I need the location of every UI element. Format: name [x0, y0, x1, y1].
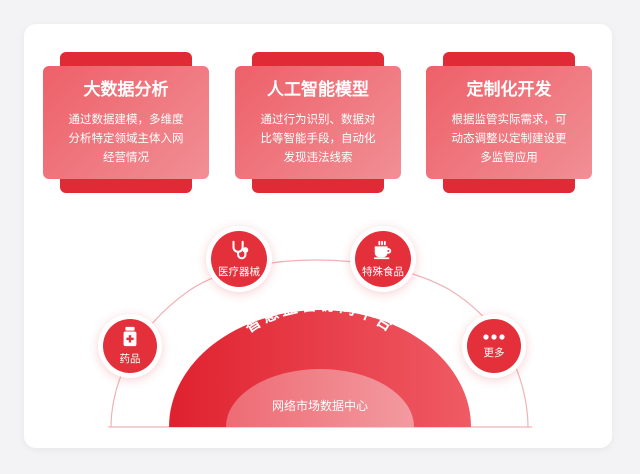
- feature-description: 通过数据建模，多维度 分析特定领域主体入网 经营情况: [68, 112, 184, 164]
- data-center-semicircle: [226, 369, 414, 427]
- node-drugs[interactable]: 药品: [98, 314, 162, 378]
- node-label: 医疗器械: [218, 266, 260, 278]
- feature-card-custom-dev: 定制化开发 根据监管实际需求，可 动态调整以定制建设更 多监管应用: [426, 52, 592, 193]
- more-dots-icon: [482, 332, 506, 342]
- feature-description: 通过行为识别、数据对 比等智能手段，自动化 发现违法线索: [260, 112, 376, 164]
- feature-title: 人工智能模型: [267, 80, 369, 100]
- node-special-food[interactable]: 特殊食品: [350, 226, 416, 292]
- feature-title: 定制化开发: [466, 80, 552, 100]
- medicine-bottle-icon: [120, 326, 140, 348]
- feature-description: 根据监管实际需求，可 动态调整以定制建设更 多监管应用: [451, 112, 567, 164]
- node-label: 药品: [119, 353, 141, 365]
- feature-card-big-data: 大数据分析 通过数据建模，多维度 分析特定领域主体入网 经营情况: [43, 52, 209, 193]
- node-label: 更多: [483, 347, 505, 359]
- feature-title: 大数据分析: [83, 80, 169, 100]
- node-more[interactable]: 更多: [462, 314, 526, 378]
- stethoscope-icon: [228, 239, 250, 261]
- coffee-cup-icon: [372, 239, 394, 261]
- node-label: 特殊食品: [362, 266, 404, 278]
- feature-card-ai-model: 人工智能模型 通过行为识别、数据对 比等智能手段，自动化 发现违法线索: [235, 52, 401, 193]
- node-medical-devices[interactable]: 医疗器械: [206, 226, 272, 292]
- data-center-label: 网络市场数据中心: [272, 398, 368, 413]
